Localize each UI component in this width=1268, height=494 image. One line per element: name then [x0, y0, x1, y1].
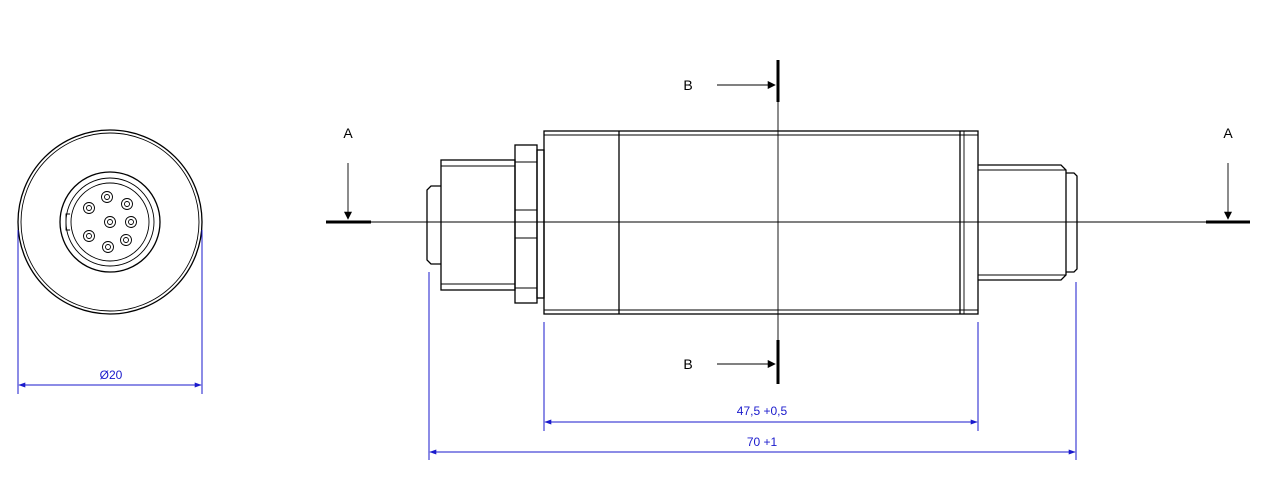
connector-ring [65, 177, 155, 267]
pin [125, 216, 137, 228]
pin [104, 216, 116, 228]
inner-housing-circle [20, 132, 200, 312]
outer-housing-circle [17, 129, 203, 315]
connector-ring-outer [59, 171, 161, 273]
section-a: A A [326, 125, 1250, 224]
section-a-right-label: A [1223, 125, 1233, 141]
connector-key [65, 213, 70, 231]
end-view: Ø20 [17, 129, 203, 394]
side-view [426, 130, 1078, 315]
pin [121, 198, 133, 210]
connector-tip [426, 185, 441, 265]
pin [120, 234, 132, 246]
pin [102, 241, 114, 253]
total-length-label: 70 +1 [747, 435, 778, 449]
connector-pins [83, 191, 137, 253]
connector-neck [440, 159, 516, 291]
pin [83, 202, 95, 214]
section-b-top-label: B [683, 77, 692, 93]
length-dimensions: 47,5 +0,5 70 +1 [428, 272, 1077, 460]
section-a-left-label: A [343, 125, 353, 141]
diameter-label: Ø20 [100, 368, 123, 382]
pin [101, 191, 113, 203]
body-length-label: 47,5 +0,5 [737, 404, 788, 418]
pin [83, 230, 95, 242]
section-b-bottom-label: B [683, 356, 692, 372]
right-cap [978, 164, 1067, 281]
section-b: B B [683, 60, 780, 384]
nut-flange [536, 149, 545, 299]
connector-insert [70, 182, 150, 262]
main-body [543, 130, 979, 315]
right-cap-tip [1066, 172, 1078, 273]
hex-nut [514, 144, 538, 304]
